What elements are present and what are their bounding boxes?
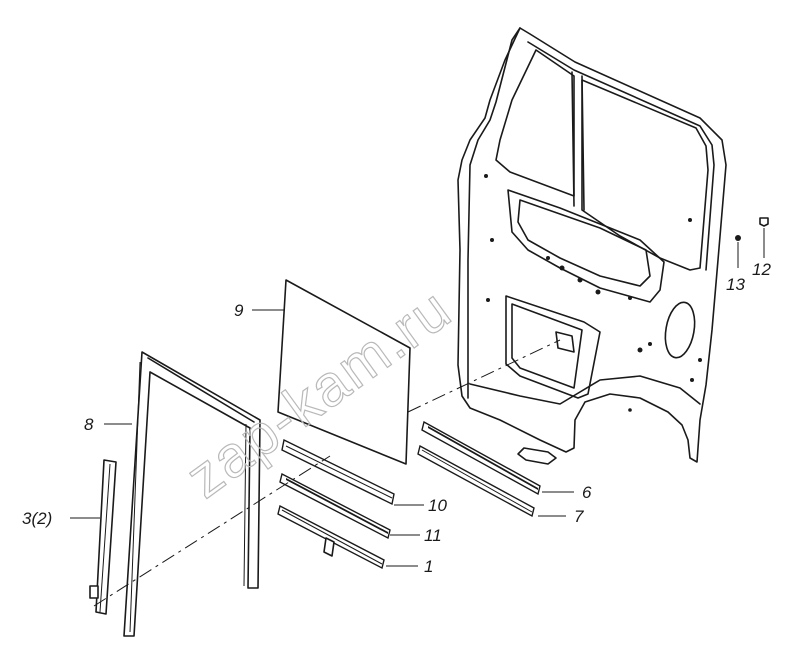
inner-panel-recess xyxy=(517,199,651,287)
callout-part-11: 11 xyxy=(424,526,442,545)
inner-panel-lower xyxy=(505,295,601,399)
door-frame-inner xyxy=(527,41,715,271)
window-opening xyxy=(495,49,575,197)
callout-part-6: 6 xyxy=(582,483,592,502)
callout-part-1: 1 xyxy=(424,557,433,576)
fastener-parts xyxy=(735,217,769,268)
door-glass-part-9 xyxy=(277,279,411,465)
callout-part-10: 10 xyxy=(428,496,447,515)
lower-panel-fold xyxy=(469,375,701,405)
seal-strip-part-11 xyxy=(279,472,391,540)
callout-part-3: 3(2) xyxy=(22,509,52,528)
door-shell xyxy=(457,27,727,465)
window-opening-main xyxy=(581,79,709,271)
window-divider-post xyxy=(571,71,585,211)
callout-part-9: 9 xyxy=(234,301,244,320)
screw-part-12 xyxy=(759,217,769,227)
washer-part-13 xyxy=(735,235,741,241)
callout-part-12: 12 xyxy=(752,260,771,279)
seal-strip-part-7 xyxy=(417,444,535,518)
seal-strip-part-1 xyxy=(277,504,385,570)
guide-rail-part-3 xyxy=(89,459,117,615)
regulator-bracket xyxy=(555,331,575,353)
callout-part-7: 7 xyxy=(574,507,584,526)
seal-strip-part-6 xyxy=(421,420,541,496)
inner-panel-upper xyxy=(507,189,665,303)
mounting-holes xyxy=(484,174,702,412)
callout-part-13: 13 xyxy=(726,275,745,294)
callout-part-8: 8 xyxy=(84,415,94,434)
glass-run-channel-part-8 xyxy=(123,351,261,637)
oval-opening xyxy=(664,301,696,359)
assembly-lines xyxy=(93,339,561,607)
inner-panel-lower-inner xyxy=(511,303,583,389)
door-frame-edge xyxy=(467,27,521,399)
callout-labels: 9 8 3(2) 10 11 1 6 7 13 12 xyxy=(22,260,771,576)
seal-strip-part-10 xyxy=(281,438,395,506)
handle-recess xyxy=(517,447,557,465)
